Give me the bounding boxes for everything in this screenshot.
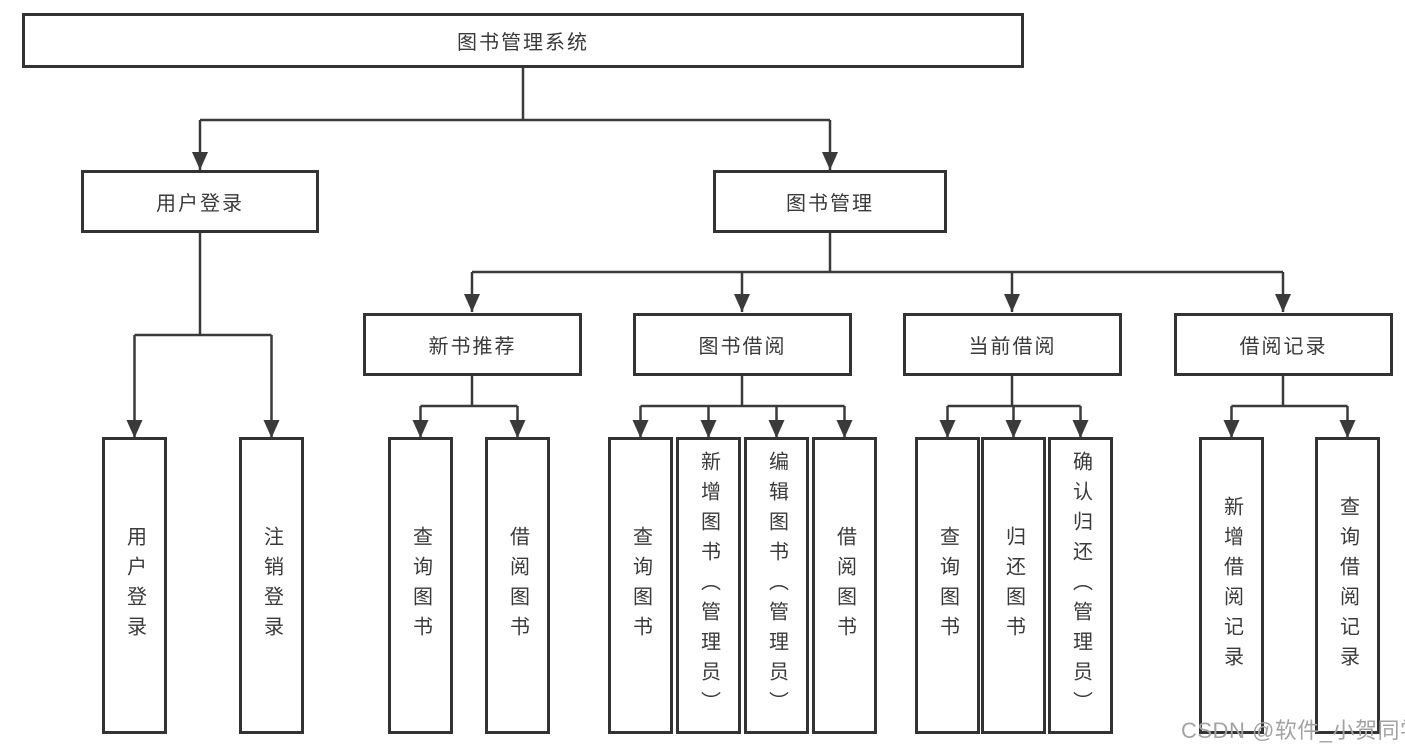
node-user-login: 用户登录 [81, 170, 319, 233]
leaf-logout-label: 注销登录 [260, 525, 283, 646]
leaf-add-book-admin-label: 新增图书（管理员） [697, 450, 720, 721]
leaf-query-borrow-record-label: 查询借阅记录 [1336, 495, 1359, 676]
leaf-query-books-borrowing: 查询图书 [608, 437, 673, 734]
leaf-add-borrow-record: 新增借阅记录 [1199, 437, 1264, 734]
leaf-user-login-label: 用户登录 [123, 525, 146, 646]
leaf-return-book-label: 归还图书 [1002, 525, 1025, 646]
leaf-return-book: 归还图书 [981, 437, 1046, 734]
leaf-query-books-current: 查询图书 [915, 437, 980, 734]
leaf-query-books-current-label: 查询图书 [936, 525, 959, 646]
leaf-edit-book-admin: 编辑图书（管理员） [744, 437, 809, 734]
leaf-borrow-books: 借阅图书 [812, 437, 877, 734]
leaf-edit-book-admin-label: 编辑图书（管理员） [765, 450, 788, 721]
leaf-query-books-borrowing-label: 查询图书 [629, 525, 652, 646]
leaf-borrow-books-recommend: 借阅图书 [485, 437, 550, 734]
leaf-add-borrow-record-label: 新增借阅记录 [1220, 495, 1243, 676]
leaf-query-books-recommend: 查询图书 [388, 437, 453, 734]
node-book-management: 图书管理 [713, 170, 947, 233]
node-library-management-system: 图书管理系统 [22, 13, 1024, 68]
leaf-user-login: 用户登录 [102, 437, 167, 734]
node-borrowing-records: 借阅记录 [1174, 313, 1393, 376]
leaf-query-books-recommend-label: 查询图书 [409, 525, 432, 646]
leaf-borrow-books-recommend-label: 借阅图书 [506, 525, 529, 646]
node-book-borrowing: 图书借阅 [633, 313, 852, 376]
leaf-query-borrow-record: 查询借阅记录 [1315, 437, 1380, 734]
leaf-confirm-return-admin: 确认归还（管理员） [1048, 437, 1113, 734]
csdn-watermark: CSDN @软件_小贺同学 [1181, 718, 1405, 743]
node-new-book-recommend: 新书推荐 [363, 313, 582, 376]
leaf-logout: 注销登录 [239, 437, 304, 734]
leaf-borrow-books-label: 借阅图书 [833, 525, 856, 646]
leaf-add-book-admin: 新增图书（管理员） [676, 437, 741, 734]
leaf-confirm-return-admin-label: 确认归还（管理员） [1069, 450, 1092, 721]
node-current-borrowing: 当前借阅 [903, 313, 1122, 376]
